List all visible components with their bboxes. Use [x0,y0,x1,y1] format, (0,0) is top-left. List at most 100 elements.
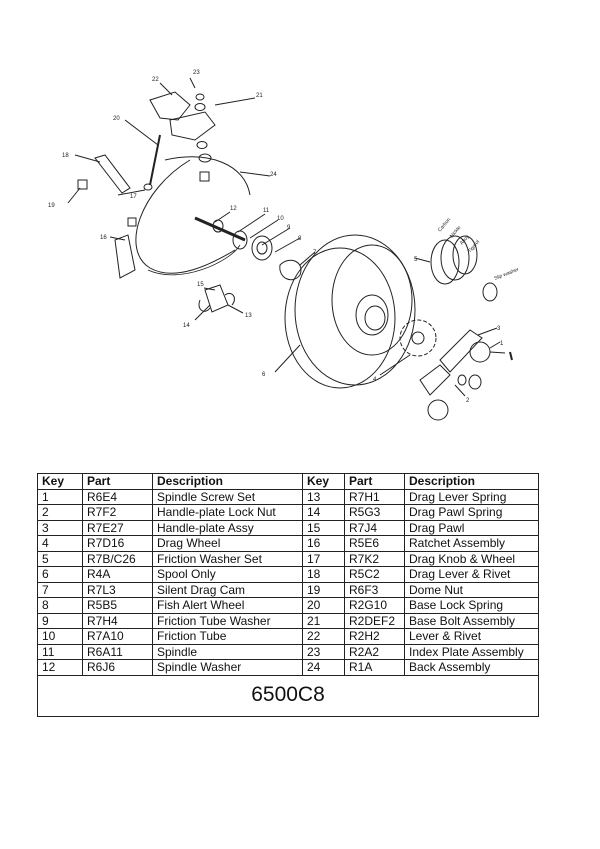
callout-9: 9 [287,225,291,231]
part-left: R7H4 [82,612,153,629]
part-left: R7B/C26 [82,550,153,567]
callout-4: 4 [373,377,377,383]
callout-12: 12 [230,206,237,212]
description-left: Friction Tube [152,628,303,645]
part-right: R5E6 [344,535,405,552]
callout-24: 24 [270,172,277,178]
description-right: Index Plate Assembly [404,643,539,660]
part-left: R6E4 [82,488,153,505]
part-right: R2H2 [344,628,405,645]
key-left: 3 [37,519,83,536]
part-right: R6F3 [344,581,405,598]
label-tigafol: Tigafol [467,239,481,254]
spindle [194,216,246,242]
drag-knob [469,341,491,363]
part-right: R7K2 [344,550,405,567]
part-left: R7D16 [82,535,153,552]
callout-20: 20 [113,116,120,122]
callout-10: 10 [277,216,284,222]
diagram-callouts: 23 22 21 20 18 19 24 17 16 12 11 10 9 8 … [48,70,520,404]
fish-alert-wheel [251,235,273,261]
silent-drag-cam [279,259,302,281]
description-right: Drag Pawl [404,519,539,536]
description-right: Drag Lever Spring [404,488,539,505]
description-left: Fish Alert Wheel [152,597,303,614]
part-left: R7E27 [82,519,153,536]
key-left: 11 [37,643,83,660]
header-row: Key Part Description Key Part Descriptio… [37,473,539,490]
callout-23: 23 [193,70,200,76]
description-left: Spindle Washer [152,659,303,676]
drag-wheel [399,319,437,357]
key-left: 10 [37,628,83,645]
callout-5: 5 [414,257,418,263]
callout-21: 21 [256,93,263,99]
key-right: 23 [302,643,345,660]
handle-knob [427,399,449,421]
description-left: Friction Washer Set [152,550,303,567]
header-part-left: Part [82,473,153,490]
description-right: Base Bolt Assembly [404,612,539,629]
model-number: 6500C8 [37,674,539,717]
key-right: 17 [302,550,345,567]
key-left: 12 [37,659,83,676]
exploded-parts-diagram: 23 22 21 20 18 19 24 17 16 12 11 10 9 8 … [48,70,520,421]
part-left: R7A10 [82,628,153,645]
callout-2: 2 [466,398,470,404]
parts-table-footer: 6500C8 [37,674,539,717]
part-right: R2DEF2 [344,612,405,629]
diagram-drawing [67,77,513,421]
callout-16: 16 [100,235,107,241]
key-left: 1 [37,488,83,505]
callout-15: 15 [197,282,204,288]
description-right: Back Assembly [404,659,539,676]
ratchet-assembly [114,234,136,279]
key-left: 2 [37,504,83,521]
part-right: R7H1 [344,488,405,505]
part-right: R7J4 [344,519,405,536]
part-left: R7L3 [82,581,153,598]
part-right: R1A [344,659,405,676]
key-right: 13 [302,488,345,505]
back-plate [135,159,236,274]
key-left: 5 [37,550,83,567]
handle-plate [439,329,483,373]
description-right: Drag Knob & Wheel [404,550,539,567]
callout-3: 3 [497,326,501,332]
part-left: R5B5 [82,597,153,614]
part-left: R7F2 [82,504,153,521]
key-left: 6 [37,566,83,583]
header-description-left: Description [152,473,303,490]
part-left: R6A11 [82,643,153,660]
key-left: 7 [37,581,83,598]
part-right: R2G10 [344,597,405,614]
label-slip-washer: Slip washer [494,266,521,281]
description-right: Ratchet Assembly [404,535,539,552]
drag-lever [149,134,161,186]
key-right: 18 [302,566,345,583]
dome-nut [77,179,88,190]
header-key-left: Key [37,473,83,490]
description-left: Handle-plate Assy [152,519,303,536]
callout-1: 1 [500,341,504,347]
key-right: 19 [302,581,345,598]
key-right: 24 [302,659,345,676]
key-right: 16 [302,535,345,552]
key-left: 9 [37,612,83,629]
part-left: R6J6 [82,659,153,676]
base-bolt-plate [169,111,216,141]
callout-18: 18 [62,153,69,159]
description-left: Friction Tube Washer [152,612,303,629]
key-right: 21 [302,612,345,629]
index-plate [149,91,191,121]
part-right: R5G3 [344,504,405,521]
